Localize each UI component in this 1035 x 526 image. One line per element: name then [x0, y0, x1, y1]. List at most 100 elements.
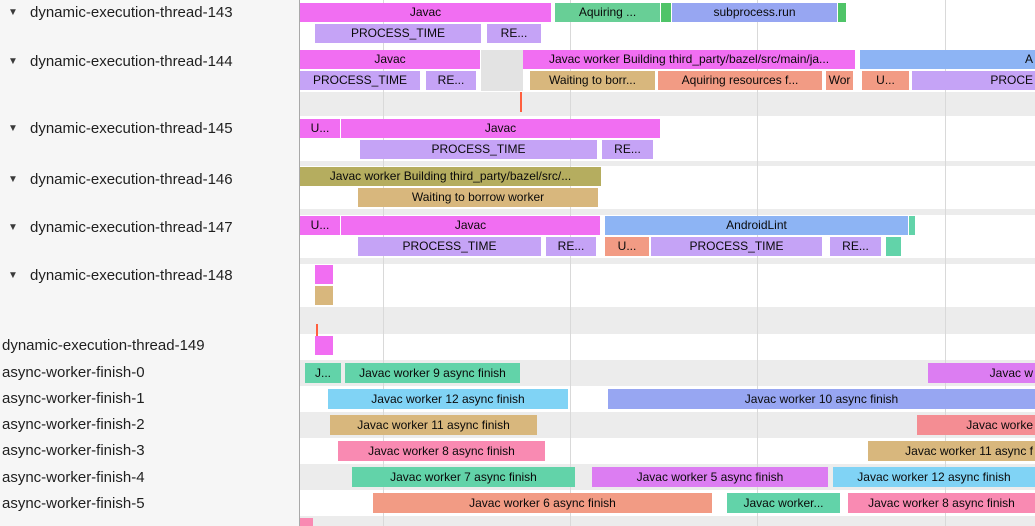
track-slice-row: PROCESS_TIME RE... Waiting to borr...Aquir…	[300, 71, 1035, 90]
track-row[interactable]: ▼dynamic-execution-thread-144	[0, 51, 299, 73]
trace-span[interactable]: Javac worker 6 async finish	[373, 493, 712, 513]
track-list: ▼dynamic-execution-thread-143▼dynamic-ex…	[0, 0, 300, 526]
trace-span[interactable]: A	[860, 50, 1035, 69]
track-row[interactable]: async-worker-finish-3	[0, 440, 299, 462]
trace-span[interactable]: Waiting to borr...	[530, 71, 655, 90]
trace-span[interactable]: Javac worker 11 async f	[868, 441, 1035, 461]
trace-span[interactable]: Javac worker...	[727, 493, 840, 513]
track-row[interactable]: async-worker-finish-1	[0, 388, 299, 410]
track-slice-row	[300, 286, 1035, 305]
track-name: async-worker-finish-0	[2, 364, 145, 381]
trace-span[interactable]: Wor	[826, 71, 853, 90]
track-row[interactable]: ▼dynamic-execution-thread-145	[0, 118, 299, 140]
track-row[interactable]: ▼dynamic-execution-thread-147	[0, 217, 299, 239]
trace-span[interactable]: U...	[862, 71, 909, 90]
track-row[interactable]: dynamic-execution-thread-149	[0, 335, 299, 357]
instant-event-marker[interactable]	[316, 324, 318, 336]
trace-span[interactable]: PROCE	[912, 71, 1035, 90]
track-slice-row: Waiting to borrow worker	[300, 188, 1035, 207]
track-row[interactable]: ▼dynamic-execution-thread-146	[0, 169, 299, 191]
collapse-triangle-icon[interactable]: ▼	[8, 56, 18, 67]
track-slice-row	[300, 516, 1035, 526]
track-slice-row: U...Javac AndroidLint	[300, 216, 1035, 235]
track-slice-row: J...Javac worker 9 async finish Javac w	[300, 360, 1035, 386]
row-background	[300, 258, 1035, 264]
trace-span[interactable]: Javac worker Building third_party/bazel/…	[300, 167, 601, 186]
trace-span[interactable]: RE...	[546, 237, 596, 256]
trace-span[interactable]: Javac	[300, 3, 551, 22]
track-row[interactable]: ▼ dynamic-execution-thread-148	[0, 265, 299, 287]
track-name: dynamic-execution-thread-148	[30, 267, 233, 284]
trace-span[interactable]	[300, 518, 313, 526]
trace-span[interactable]: PROCESS_TIME	[300, 71, 420, 90]
trace-span[interactable]: RE...	[426, 71, 476, 90]
track-slice-row: Javac worker 7 async finish Javac worker …	[300, 464, 1035, 490]
trace-span[interactable]	[838, 3, 846, 22]
trace-span[interactable]: U...	[300, 119, 340, 138]
track-row[interactable]: async-worker-finish-4	[0, 467, 299, 489]
trace-span[interactable]: Javac worke	[917, 415, 1035, 435]
instant-event-marker[interactable]	[520, 92, 522, 112]
trace-span[interactable]: subprocess.run	[672, 3, 837, 22]
trace-span[interactable]: Javac worker 5 async finish	[592, 467, 828, 487]
track-row[interactable]: async-worker-finish-2	[0, 414, 299, 436]
trace-span[interactable]: PROCESS_TIME	[315, 24, 481, 43]
collapse-triangle-icon[interactable]: ▼	[8, 222, 18, 233]
trace-span[interactable]: Javac w	[928, 363, 1035, 383]
trace-span[interactable]: RE...	[487, 24, 541, 43]
track-name: async-worker-finish-1	[2, 390, 145, 407]
trace-span[interactable]: Aquiring resources f...	[658, 71, 822, 90]
trace-span[interactable]	[315, 265, 333, 284]
trace-span[interactable]: PROCESS_TIME	[651, 237, 822, 256]
track-row[interactable]: ▼dynamic-execution-thread-143	[0, 2, 299, 24]
trace-span[interactable]: Javac worker 8 async finish	[338, 441, 545, 461]
track-name: async-worker-finish-2	[2, 416, 145, 433]
track-row[interactable]: async-worker-finish-0	[0, 362, 299, 384]
trace-span[interactable]: AndroidLint	[605, 216, 908, 235]
trace-span[interactable]: Waiting to borrow worker	[358, 188, 598, 207]
collapse-triangle-icon[interactable]: ▼	[8, 123, 18, 134]
track-name: async-worker-finish-4	[2, 469, 145, 486]
trace-span[interactable]: Aquiring ...	[555, 3, 660, 22]
trace-span[interactable]: Javac worker 8 async finish	[848, 493, 1035, 513]
track-slice-row: Javac worker 11 async finish Javac worke	[300, 412, 1035, 438]
trace-span[interactable]: U...	[300, 216, 340, 235]
track-name: async-worker-finish-5	[2, 495, 145, 512]
track-name: dynamic-execution-thread-149	[2, 337, 205, 354]
collapse-triangle-icon[interactable]: ▼	[8, 7, 18, 18]
trace-span[interactable]: U...	[605, 237, 649, 256]
track-row[interactable]: async-worker-finish-5	[0, 493, 299, 515]
collapse-triangle-icon[interactable]: ▼	[8, 174, 18, 185]
row-background	[300, 516, 1035, 526]
trace-span[interactable]: J...	[305, 363, 341, 383]
track-slice-row: PROCESS_TIME RE...	[300, 140, 1035, 159]
trace-span[interactable]	[909, 216, 915, 235]
trace-span[interactable]: RE...	[602, 140, 653, 159]
trace-span[interactable]: Javac	[300, 50, 480, 69]
trace-span[interactable]: Javac worker 9 async finish	[345, 363, 520, 383]
track-slice-row: Javac Javac worker Building third_party/b…	[300, 50, 1035, 91]
trace-span[interactable]: RE...	[830, 237, 881, 256]
trace-span[interactable]	[315, 336, 333, 355]
trace-span[interactable]: Javac worker 7 async finish	[352, 467, 575, 487]
trace-span[interactable]	[886, 237, 901, 256]
track-slice-row: Javac worker 12 async finish Javac worker…	[300, 386, 1035, 412]
trace-span[interactable]: Javac worker Building third_party/bazel/…	[523, 50, 855, 69]
trace-span[interactable]: PROCESS_TIME	[360, 140, 597, 159]
track-slice-row	[300, 265, 1035, 284]
collapse-triangle-icon[interactable]: ▼	[8, 270, 18, 281]
trace-span[interactable]: Javac	[341, 119, 660, 138]
track-slice-row: Javac worker Building third_party/bazel/…	[300, 167, 1035, 186]
trace-span[interactable]	[315, 286, 333, 305]
trace-span[interactable]: Javac worker 12 async finish	[833, 467, 1035, 487]
trace-span[interactable]: Javac	[341, 216, 600, 235]
trace-span[interactable]	[661, 3, 671, 22]
trace-span[interactable]: Javac worker 12 async finish	[328, 389, 568, 409]
trace-span[interactable]: Javac worker 11 async finish	[330, 415, 537, 435]
row-background	[300, 92, 1035, 116]
gridline	[945, 0, 946, 526]
trace-span[interactable]: Javac worker 10 async finish	[608, 389, 1035, 409]
trace-span[interactable]: PROCESS_TIME	[358, 237, 541, 256]
